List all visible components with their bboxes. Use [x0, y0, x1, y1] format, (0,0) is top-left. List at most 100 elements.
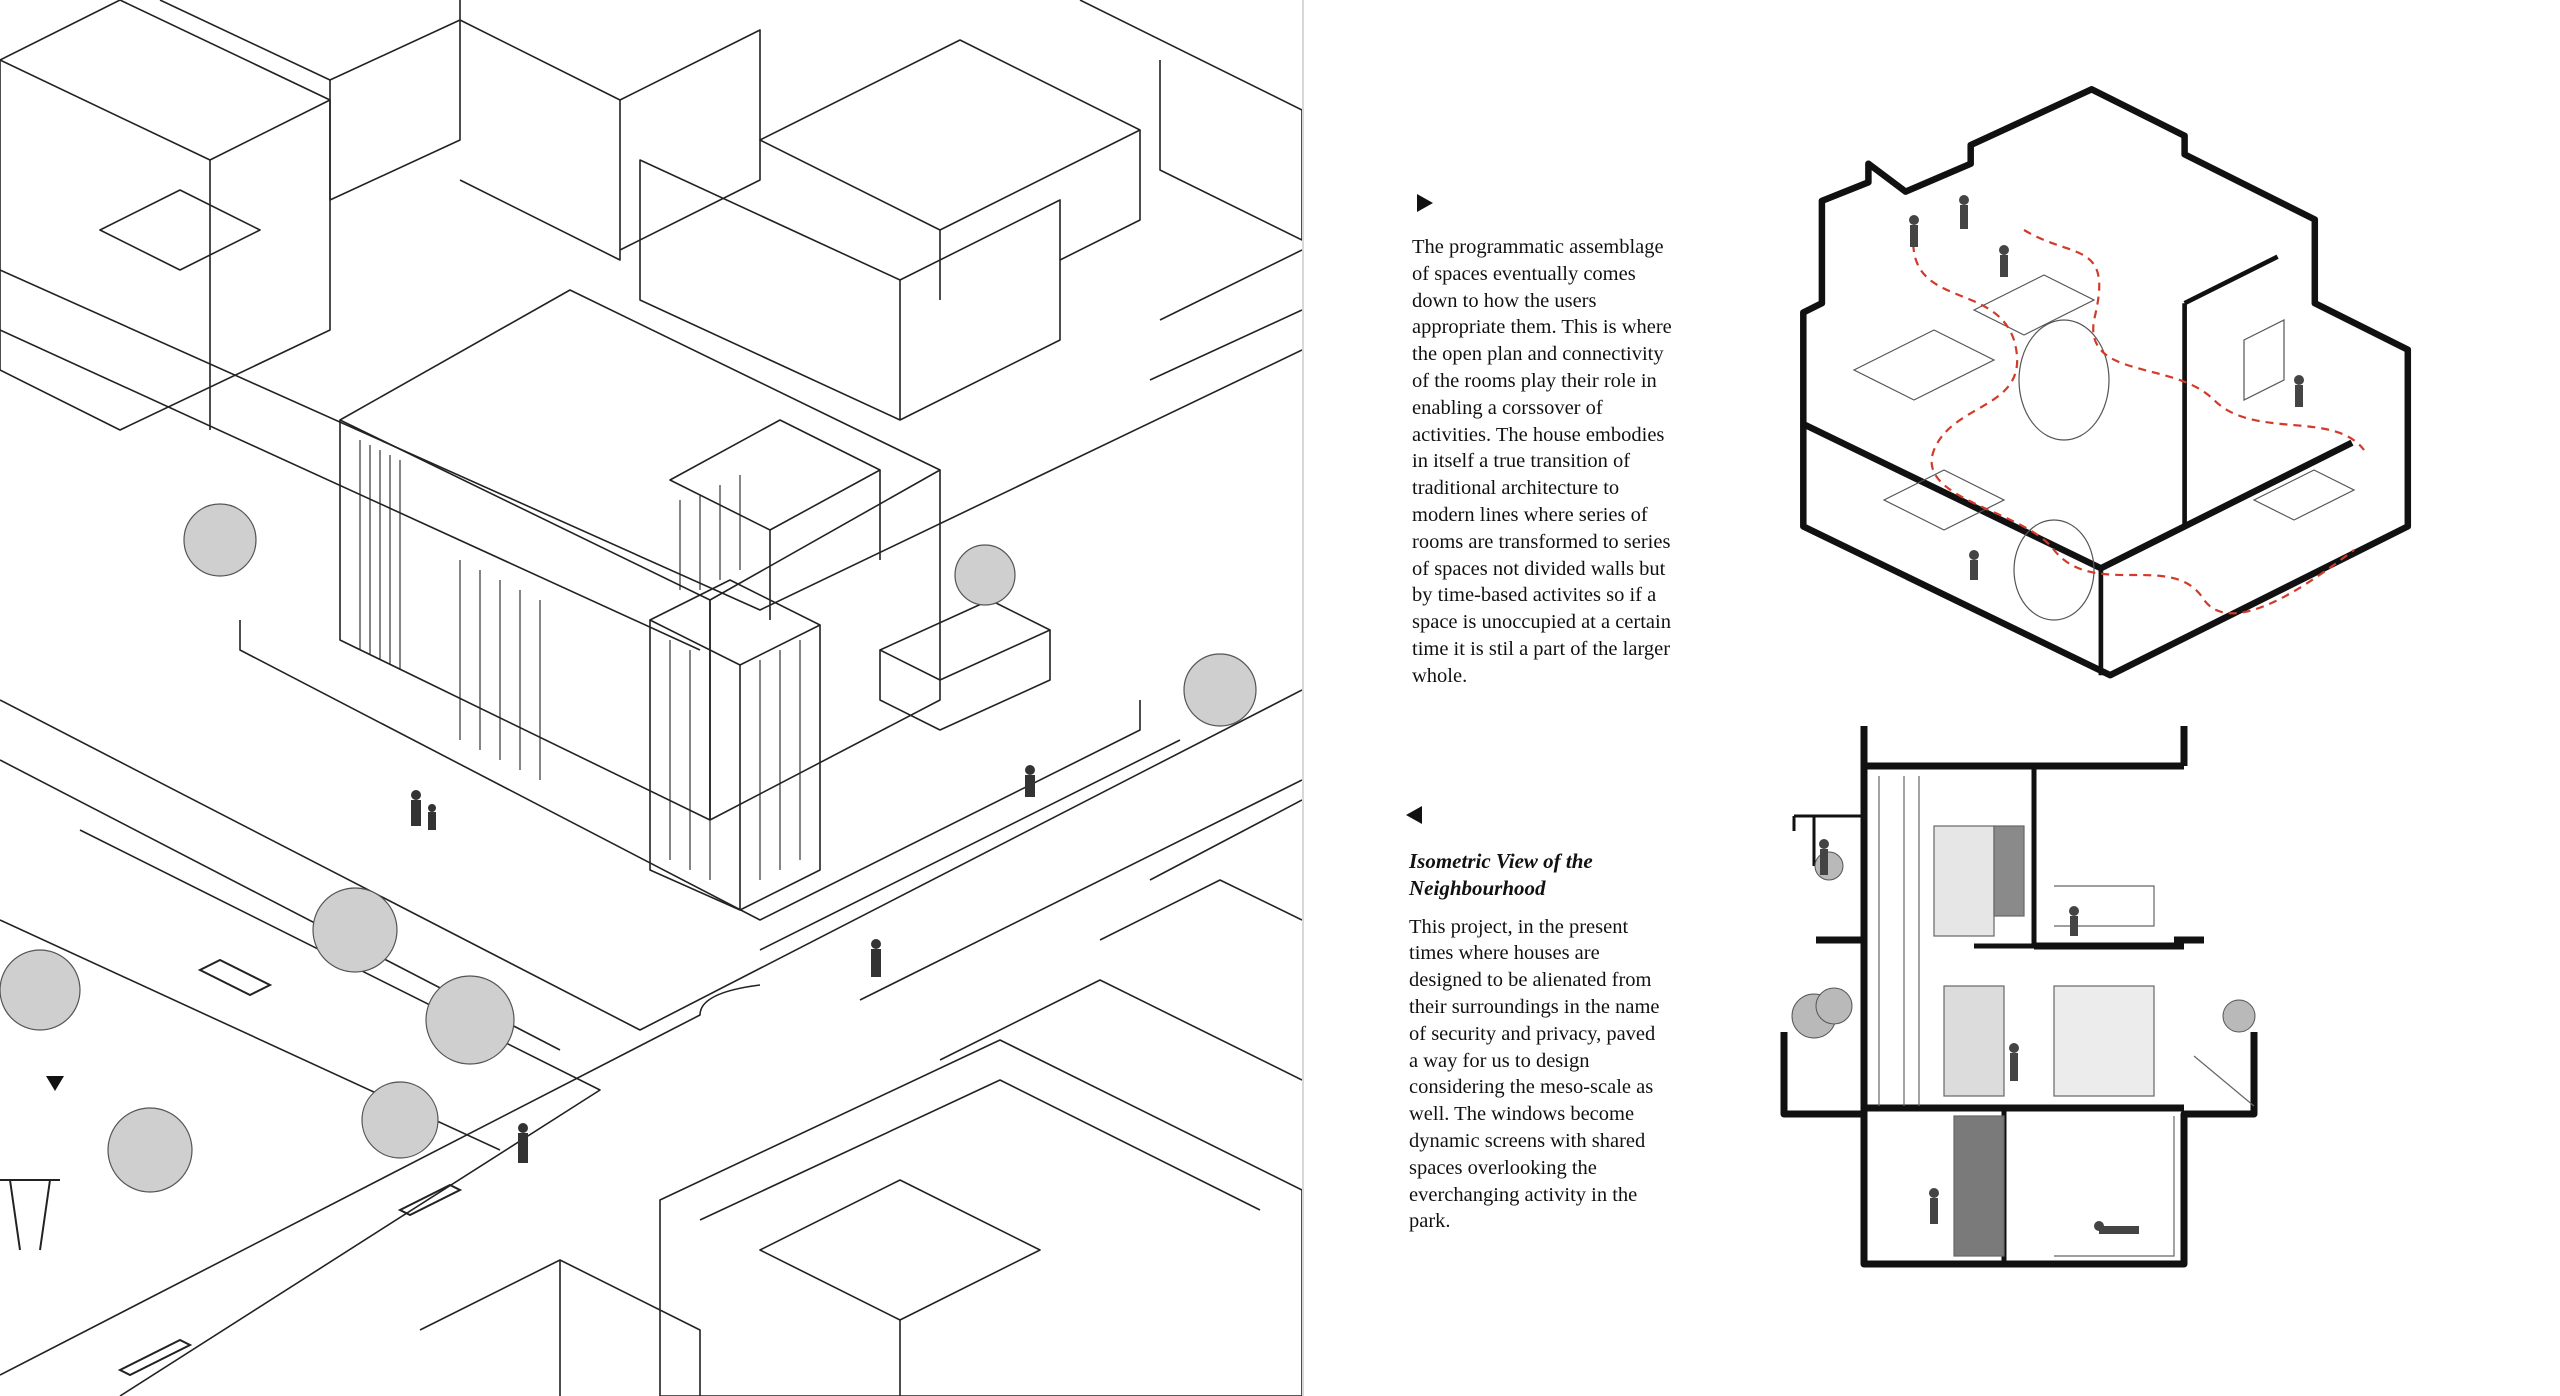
building	[699, 1079, 1261, 1221]
page-gutter	[1302, 0, 1304, 1396]
bench	[397, 1183, 463, 1217]
house-terrace	[879, 630, 1051, 731]
street-edge	[0, 329, 701, 651]
text-line: space is unoccupied at a certain	[1412, 611, 1671, 634]
cutaway-floor-slab	[1801, 421, 2354, 572]
caption-title-line: Isometric View of the	[1409, 849, 1593, 873]
text-line: a way for us to design	[1409, 1049, 1590, 1072]
text-line: dynamic screens with shared	[1409, 1129, 1646, 1152]
text-line: considering the meso-scale as	[1409, 1076, 1654, 1099]
text-line: time it is stil a part of the larger	[1412, 637, 1671, 660]
triangle-marker-icon	[46, 1076, 64, 1091]
text-line: well. The windows become	[1409, 1103, 1635, 1126]
house-volume	[769, 470, 881, 620]
bench	[197, 958, 273, 997]
house-section-drawing	[1780, 726, 2258, 1268]
house-tower	[649, 620, 741, 911]
building	[329, 20, 461, 201]
caption-paragraph: This project, in the present times where…	[1409, 914, 1709, 1236]
building	[459, 19, 621, 261]
text-line: of the rooms play their role in	[1412, 369, 1657, 392]
house-wall	[339, 420, 711, 821]
cutaway-outer-wall	[1800, 86, 2412, 679]
house-volume	[669, 419, 881, 531]
building	[899, 199, 1061, 421]
text-line: in itself a true transition of	[1412, 450, 1631, 473]
tree	[0, 949, 81, 1031]
building	[419, 1259, 701, 1396]
text-line: everchanging activity in the	[1409, 1183, 1638, 1206]
swing	[0, 1179, 60, 1251]
triangle-marker-icon	[1417, 194, 1433, 212]
text-line: their surroundings in the name	[1409, 995, 1660, 1018]
building	[1149, 799, 1302, 881]
building	[759, 39, 1141, 231]
park-furniture	[0, 958, 463, 1377]
text-line: The programmatic assemblage	[1412, 236, 1664, 258]
building	[659, 1039, 1302, 1396]
street-edge	[0, 984, 761, 1376]
house-terrace	[879, 599, 1051, 681]
building	[619, 29, 761, 251]
cutaway-people	[1909, 195, 2304, 580]
cutaway-furniture	[1852, 274, 2356, 621]
boundary-wall	[239, 620, 1141, 921]
text-line: park.	[1409, 1210, 1451, 1233]
building	[639, 159, 901, 421]
text-line: of spaces not divided walls but	[1412, 557, 1666, 580]
building	[759, 1179, 1041, 1321]
house-roof	[339, 289, 941, 601]
text-line: enabling a corssover of	[1412, 396, 1603, 419]
building	[0, 59, 331, 161]
street-edge	[0, 689, 1302, 1031]
building	[1079, 0, 1302, 241]
house-tower	[739, 625, 821, 911]
house-fins	[359, 440, 801, 880]
bench	[117, 1338, 193, 1377]
isometric-cutaway-drawing	[1800, 86, 2412, 679]
house-wall	[709, 470, 941, 821]
building	[159, 0, 461, 81]
tree	[312, 887, 398, 973]
building	[1149, 249, 1302, 381]
caption-block: Isometric View of the Neighbourhood This…	[1409, 848, 1709, 1235]
boundary-wall	[759, 739, 1181, 951]
trees	[0, 503, 1257, 1193]
section-people	[1819, 839, 2139, 1234]
section-interior	[1878, 776, 2255, 1257]
text-line: the open plan and connectivity	[1412, 343, 1664, 366]
text-line: designed to be alienated from	[1409, 969, 1652, 992]
neighbourhood-linework	[0, 0, 1302, 1396]
section-ground-floor	[1780, 1032, 2184, 1118]
isometric-neighbourhood-drawing	[0, 0, 1302, 1396]
section-outer-wall	[1860, 726, 2258, 1268]
text-line: This project, in the present	[1409, 915, 1629, 938]
building	[939, 979, 1302, 1081]
text-line: rooms are transformed to series	[1412, 530, 1671, 553]
right-page: The programmatic assemblage of spaces ev…	[1304, 0, 2560, 1396]
tree	[361, 1081, 439, 1159]
caption-title-line: Neighbourhood	[1409, 875, 1546, 900]
text-line: times where houses are	[1409, 942, 1600, 965]
building	[99, 189, 261, 271]
caption-title: Isometric View of the Neighbourhood	[1409, 848, 1709, 902]
tree	[1183, 653, 1257, 727]
tree	[425, 975, 515, 1065]
text-line: whole.	[1412, 664, 1468, 687]
text-line: traditional architecture to	[1412, 477, 1620, 500]
text-line: appropriate them. This is where	[1412, 316, 1672, 339]
text-line: of security and privacy, paved	[1409, 1022, 1656, 1045]
street-edge	[859, 779, 1302, 1001]
street-edge	[0, 269, 1302, 611]
text-line: modern lines where series of	[1412, 503, 1648, 526]
people	[411, 765, 1035, 1163]
building	[0, 0, 331, 431]
triangle-marker-icon	[1406, 806, 1422, 824]
text-line: activities. The house embodies	[1412, 423, 1665, 446]
cutaway-inner-wall	[2098, 254, 2279, 676]
section-cantilever	[1792, 814, 1864, 866]
tree	[183, 503, 257, 577]
tree	[954, 544, 1016, 606]
tree	[107, 1107, 193, 1193]
